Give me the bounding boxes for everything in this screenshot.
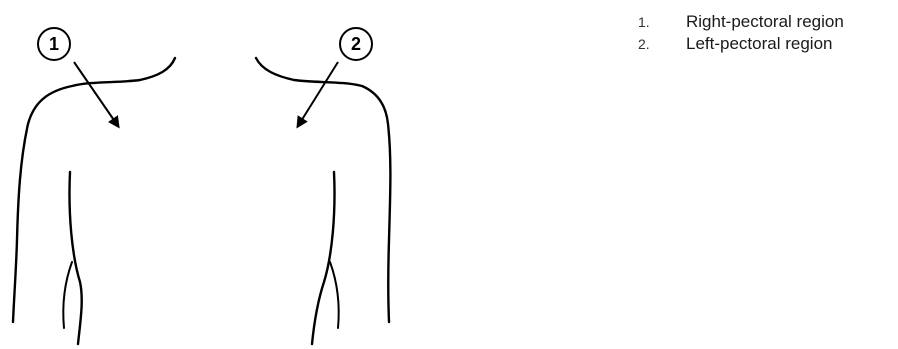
marker-2: 2 <box>340 28 372 60</box>
right-arm-inner-line <box>69 172 81 344</box>
marker-2-number: 2 <box>351 34 361 54</box>
legend-item: 1. Right-pectoral region <box>638 12 844 34</box>
arrow-2 <box>298 62 338 126</box>
right-arm-inner-line-lower <box>63 262 72 328</box>
marker-1-number: 1 <box>49 34 59 54</box>
torso-figure: 1 2 <box>0 0 620 349</box>
left-arm-inner-line-lower <box>330 262 339 328</box>
legend-item-number: 1. <box>638 14 686 30</box>
legend-item-label: Left-pectoral region <box>686 34 832 54</box>
legend-item: 2. Left-pectoral region <box>638 34 844 56</box>
arrow-1 <box>74 62 118 126</box>
left-arm-inner-line <box>312 172 335 344</box>
legend: 1. Right-pectoral region 2. Left-pectora… <box>638 12 844 56</box>
legend-item-number: 2. <box>638 36 686 52</box>
marker-1: 1 <box>38 28 70 60</box>
legend-item-label: Right-pectoral region <box>686 12 844 32</box>
right-shoulder-outline <box>13 58 175 322</box>
